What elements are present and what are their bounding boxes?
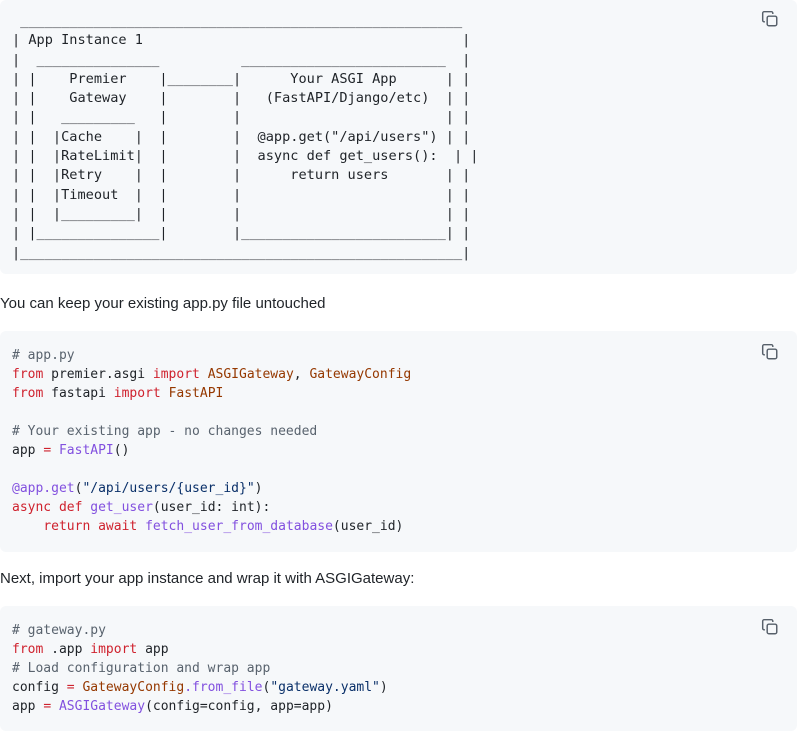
diagram-line: | |_______________| |___________________… xyxy=(12,225,471,242)
copy-icon xyxy=(761,618,778,635)
diagram-line: | | |Retry | | | return users | | xyxy=(12,167,471,184)
code-comment: # gateway.py xyxy=(12,623,106,638)
code-punct: , xyxy=(293,367,310,382)
diagram-line: | App Instance 1 | xyxy=(12,32,471,49)
code-operator: = xyxy=(43,699,52,714)
code-keyword: def xyxy=(58,500,83,515)
code-punct: () xyxy=(113,443,130,458)
code-string: "gateway.yaml" xyxy=(270,680,380,695)
code-call: FastAPI xyxy=(58,443,114,458)
code-keyword: import xyxy=(152,367,200,382)
diagram-line: | _______________ ______________________… xyxy=(12,51,471,68)
diagram-text: ________________________________________… xyxy=(12,12,479,263)
code-keyword: from xyxy=(12,642,44,657)
code-punct: ) xyxy=(379,680,388,695)
code-args: (user_id: int): xyxy=(152,500,271,515)
code-punct: ( xyxy=(262,680,271,695)
code-call: fetch_user_from_database xyxy=(145,519,333,534)
code-keyword: async xyxy=(12,500,52,515)
code-comment: # Your existing app - no changes needed xyxy=(12,424,318,439)
code-args: (config=config, app=app) xyxy=(145,699,333,714)
code-class: FastAPI xyxy=(168,386,224,401)
diagram-line: | | _________ | | | | xyxy=(12,109,471,126)
diagram-line: ________________________________________… xyxy=(12,13,463,29)
code-comment: # Load configuration and wrap app xyxy=(12,661,271,676)
diagram-line: | | |RateLimit| | | async def get_users(… xyxy=(12,148,479,165)
diagram-line: | | Gateway | | (FastAPI/Django/etc) | | xyxy=(12,90,471,107)
code-name: app xyxy=(137,642,169,657)
diagram-line: | | Premier |________| Your ASGI App | | xyxy=(12,70,471,87)
gateway-py-code-block: # gateway.py from .app import app # Load… xyxy=(0,606,797,731)
diagram-line: | | |Cache | | | @app.get("/api/users") … xyxy=(12,128,471,145)
diagram-line: | | |Timeout | | | | | xyxy=(12,186,471,203)
code-keyword: from xyxy=(12,386,44,401)
code-module: premier.asgi xyxy=(43,367,153,382)
code-method: .from_file xyxy=(184,680,263,695)
code-comment: # app.py xyxy=(12,348,75,363)
code-punct: ) xyxy=(254,481,263,496)
code-operator: = xyxy=(66,680,75,695)
code-module: fastapi xyxy=(43,386,114,401)
paragraph-keep-app: You can keep your existing app.py file u… xyxy=(0,295,326,312)
copy-button[interactable] xyxy=(761,618,779,636)
code-keyword: from xyxy=(12,367,44,382)
code-string: "/api/users/{user_id}" xyxy=(82,481,255,496)
code-class: ASGIGateway xyxy=(207,367,294,382)
copy-button[interactable] xyxy=(761,10,779,28)
code-var: app xyxy=(12,699,44,714)
code-var: app xyxy=(12,443,44,458)
diagram-line: |_______________________________________… xyxy=(12,244,471,261)
code-module: .app xyxy=(43,642,91,657)
code-keyword: await xyxy=(98,519,138,534)
diagram-code-block: ________________________________________… xyxy=(0,0,797,274)
app-py-code: # app.py from premier.asgi import ASGIGa… xyxy=(12,346,411,536)
copy-button[interactable] xyxy=(761,343,779,361)
code-class: GatewayConfig xyxy=(309,367,412,382)
code-var: config xyxy=(12,680,67,695)
code-call: ASGIGateway xyxy=(58,699,146,714)
paragraph-wrap-instructions: Next, import your app instance and wrap … xyxy=(0,570,415,587)
code-args: (user_id) xyxy=(332,519,404,534)
code-decorator: @app.get xyxy=(12,481,75,496)
copy-icon xyxy=(761,343,778,360)
code-punct: ( xyxy=(74,481,83,496)
code-keyword: return xyxy=(43,519,91,534)
code-class: GatewayConfig xyxy=(82,680,185,695)
code-keyword: import xyxy=(113,386,161,401)
gateway-py-code: # gateway.py from .app import app # Load… xyxy=(12,621,388,716)
code-operator: = xyxy=(43,443,52,458)
app-py-code-block: # app.py from premier.asgi import ASGIGa… xyxy=(0,331,797,552)
code-keyword: import xyxy=(90,642,138,657)
copy-icon xyxy=(761,10,778,27)
code-function-name: get_user xyxy=(90,500,153,515)
diagram-line: | | |_________| | | | | xyxy=(12,205,471,222)
